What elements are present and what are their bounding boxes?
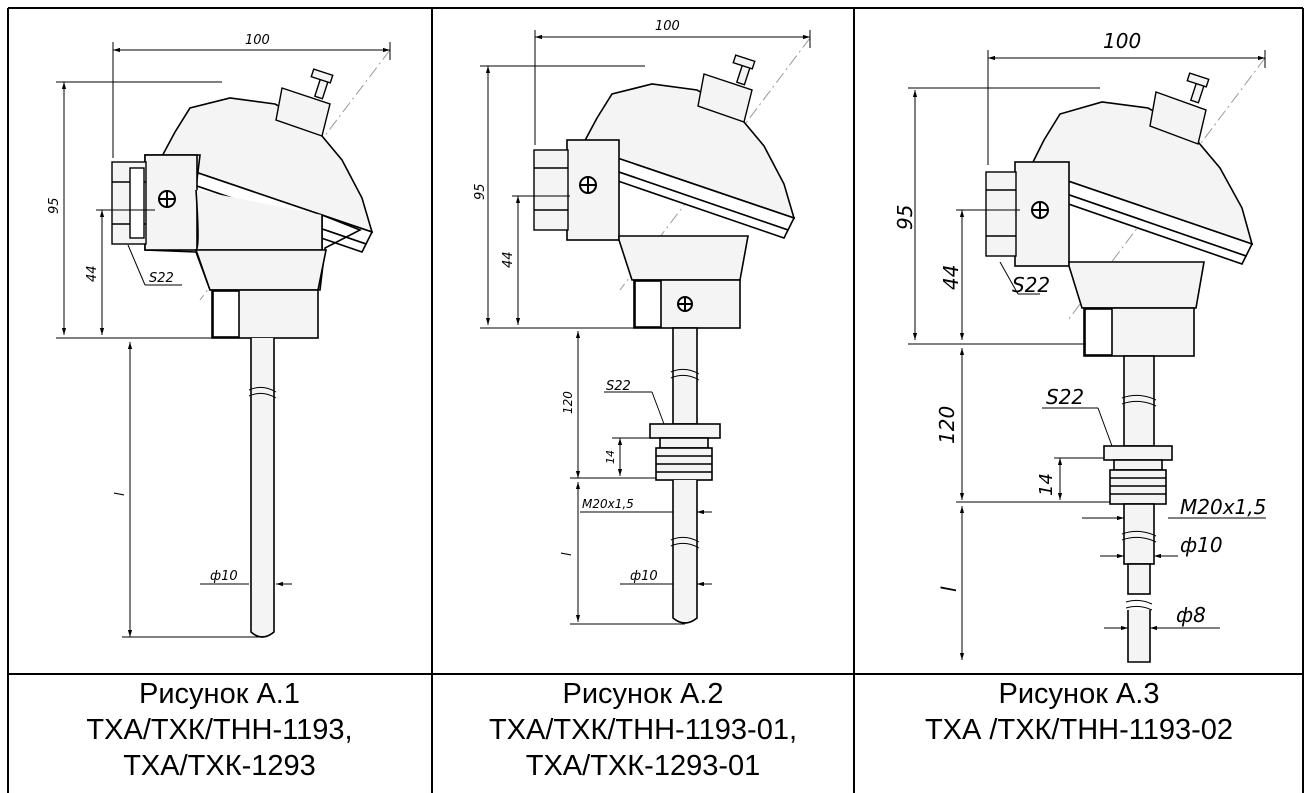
table-grid — [7, 7, 1304, 793]
drawing-a1: 100 95 44 S22 l ф10 — [47, 33, 391, 638]
dimension-lines — [908, 50, 1266, 660]
dim-fit: 14 — [1036, 473, 1057, 496]
probe-tube — [649, 327, 721, 624]
head-dome — [1024, 101, 1254, 265]
drawing-a2: 100 95 44 120 S22 14 M20x1,5 l ф10 — [473, 19, 811, 625]
dim-diameter: ф10 — [630, 569, 658, 584]
housing-body — [566, 139, 749, 329]
head-dome — [576, 83, 796, 239]
terminal-cap — [1149, 72, 1210, 145]
probe-tube — [1103, 355, 1173, 663]
model-line: ТХА/ТХК-1293-01 — [525, 750, 761, 782]
dim-hex-fitting: S22 — [1046, 385, 1084, 409]
probe-tube — [250, 338, 275, 638]
dim-hex: S22 — [606, 379, 631, 394]
model-line: ТХА/ТХК/ТНН-1193-01, — [488, 714, 798, 746]
drawing-a3: 100 95 44 S22 120 S22 14 M20x1,5 ф10 l ф… — [893, 29, 1266, 663]
model-line: ТХА /ТХК/ТНН-1193-02 — [924, 714, 1234, 746]
dim-neck: 44 — [939, 265, 963, 290]
dim-stem: 120 — [935, 406, 959, 444]
terminal-cap — [275, 68, 334, 137]
dimension-lines — [56, 42, 391, 638]
dim-thread: M20x1,5 — [1180, 495, 1266, 519]
dimension-lines — [480, 30, 811, 625]
model-line: ТХА/ТХК-1293 — [123, 750, 316, 782]
caption-figure-a2: Рисунок А.2 ТХА/ТХК/ТНН-1193-01, ТХА/ТХК… — [433, 676, 853, 793]
dim-hex: S22 — [149, 271, 174, 286]
dim-hex-head: S22 — [1012, 273, 1050, 297]
dim-diameter-10: ф10 — [1180, 533, 1223, 557]
caption-figure-a1: Рисунок А.1 ТХА/ТХК/ТНН-1193, ТХА/ТХК-12… — [8, 676, 431, 793]
dim-diameter: ф10 — [210, 569, 238, 584]
dim-neck: 44 — [85, 265, 100, 282]
dim-neck: 44 — [501, 251, 516, 268]
dim-height: 95 — [893, 205, 917, 230]
figure-title: Рисунок А.1 — [139, 678, 300, 710]
cable-gland — [985, 171, 1017, 257]
dim-width: 100 — [245, 33, 270, 48]
dim-width: 100 — [655, 19, 680, 34]
cable-gland — [111, 161, 147, 245]
terminal-cap — [697, 54, 756, 123]
dim-length: l — [560, 552, 575, 556]
dim-thread: M20x1,5 — [582, 497, 634, 511]
housing-body — [144, 154, 362, 339]
housing-body — [1014, 161, 1205, 357]
dim-length: l — [937, 586, 961, 592]
dim-length: l — [113, 492, 128, 496]
dim-height: 95 — [47, 197, 62, 214]
figure-title: Рисунок А.2 — [562, 678, 724, 710]
cable-gland — [533, 149, 569, 231]
caption-figure-a3: Рисунок А.3 ТХА /ТХК/ТНН-1193-02 — [855, 676, 1303, 793]
figure-title: Рисунок А.3 — [998, 678, 1160, 710]
dim-diameter-8: ф8 — [1176, 603, 1206, 627]
dim-stem: 120 — [561, 391, 575, 414]
dim-fit: 14 — [604, 450, 617, 464]
dim-width: 100 — [1103, 29, 1141, 53]
model-line: ТХА/ТХК/ТНН-1193, — [86, 714, 353, 746]
dim-height: 95 — [473, 183, 488, 200]
